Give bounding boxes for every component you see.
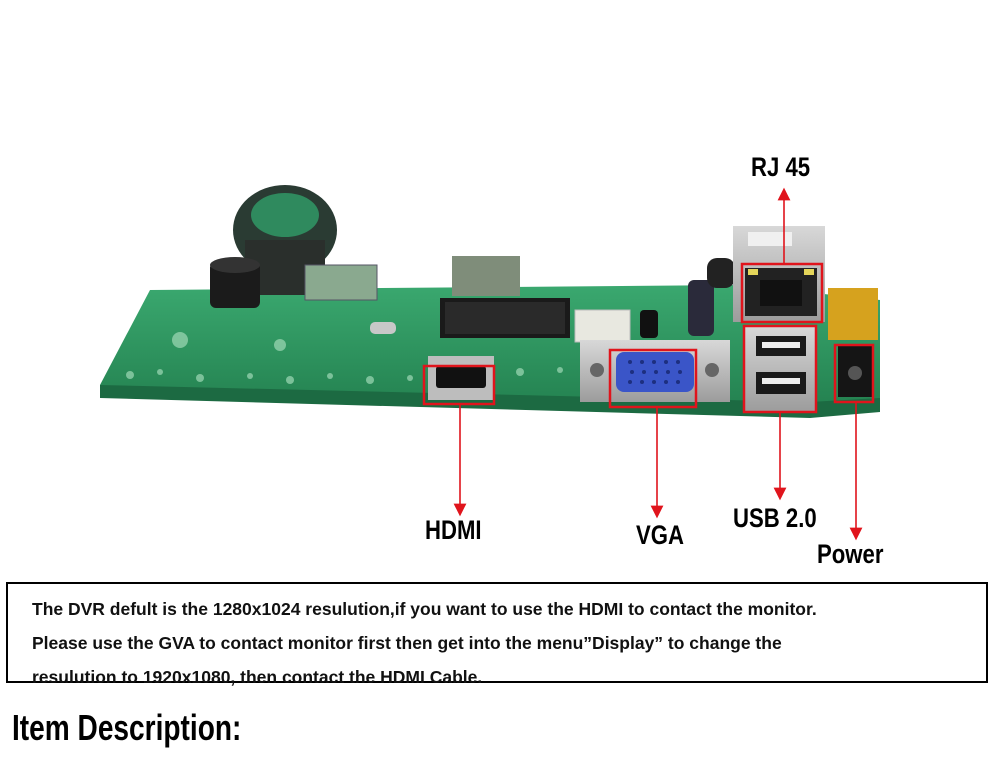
vga-highlight <box>608 348 698 409</box>
vga-port <box>580 340 730 402</box>
power-jack <box>828 288 878 397</box>
rj45-highlight <box>740 262 824 324</box>
hdmi-label: HDMI <box>425 515 482 545</box>
rj45-port <box>733 226 825 322</box>
note-line-3: resulution to 1920x1080, then contact th… <box>32 667 483 687</box>
capacitors <box>640 258 735 338</box>
hdmi-port <box>428 356 494 400</box>
power-label: Power <box>817 539 884 569</box>
crystal <box>370 322 396 334</box>
buzzer <box>210 257 260 308</box>
main-chip <box>440 298 570 338</box>
white-connector <box>574 309 631 343</box>
hdmi-note-box: The DVR defult is the 1280x1024 resuluti… <box>6 582 988 687</box>
hdmi-highlight <box>422 364 496 406</box>
rj45-label: RJ 45 <box>751 152 811 182</box>
note-line-2: Please use the GVA to contact monitor fi… <box>32 633 782 653</box>
vga-label: VGA <box>636 520 684 550</box>
power-highlight <box>833 343 875 404</box>
header-connector <box>304 264 378 301</box>
usb-label: USB 2.0 <box>733 503 817 533</box>
usb-ports <box>745 326 815 412</box>
header-connector-2 <box>452 256 520 296</box>
note-line-1: The DVR defult is the 1280x1024 resuluti… <box>32 599 817 619</box>
item-description-heading: Item Description: <box>12 707 242 748</box>
